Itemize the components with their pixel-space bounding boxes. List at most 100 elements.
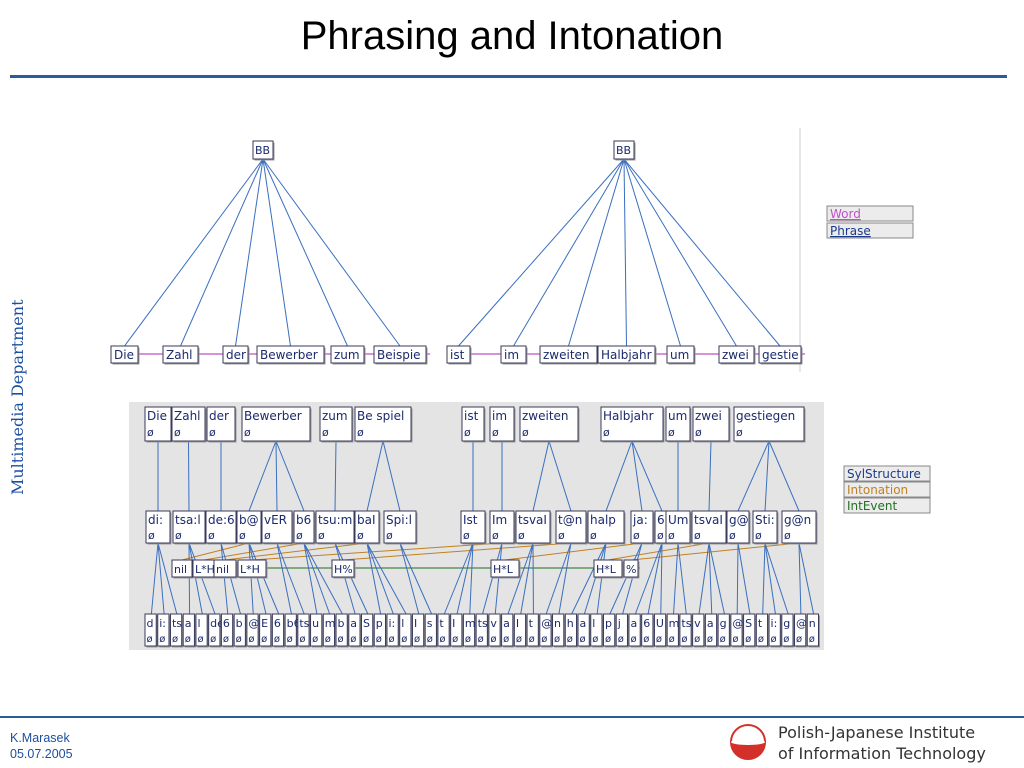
empty-mark: ø <box>322 426 329 439</box>
syl-word-box <box>319 406 353 442</box>
segment-box <box>539 613 552 647</box>
intonation-link <box>251 542 503 561</box>
segment-link <box>482 542 503 615</box>
empty-mark: ø <box>357 529 364 542</box>
empty-mark: ø <box>720 634 726 645</box>
tier-legend-label: IntEvent <box>847 499 898 513</box>
segment-box <box>704 613 718 647</box>
empty-mark: ø <box>784 529 791 542</box>
word-label: Zahl <box>166 348 193 362</box>
segment-box <box>271 613 285 647</box>
segment-box <box>450 613 463 647</box>
syllable-label: Im <box>492 513 507 527</box>
segment-link <box>708 542 713 615</box>
segment-box <box>602 613 616 647</box>
syl-word-box <box>665 406 691 442</box>
segment-label: t <box>439 617 444 630</box>
syl-link <box>605 440 633 512</box>
segment-box <box>755 613 769 647</box>
empty-mark: ø <box>159 634 165 645</box>
intevent-box <box>171 559 193 578</box>
empty-mark: ø <box>541 634 547 645</box>
segment-box <box>220 613 234 647</box>
syllable-label: Sti: <box>755 513 775 527</box>
empty-mark: ø <box>592 634 598 645</box>
title-rule <box>10 75 1007 78</box>
segment-label: i: <box>771 617 778 630</box>
tier-legend-item <box>826 205 914 222</box>
segment-label: b <box>236 617 243 630</box>
segment-link <box>469 542 474 615</box>
segment-link <box>583 542 607 615</box>
intevent-label: nil <box>216 563 229 576</box>
segment-label: I <box>516 617 519 630</box>
segment-label: de <box>210 617 224 630</box>
empty-mark: ø <box>736 426 743 439</box>
syllable-box <box>726 510 750 544</box>
segment-box <box>386 613 399 647</box>
segment-link <box>677 542 687 615</box>
syl-word-label: im <box>492 409 507 423</box>
segment-box <box>284 613 297 647</box>
word-box <box>446 345 471 364</box>
syllable-box <box>236 510 262 544</box>
syllable-box <box>691 510 727 544</box>
syllable-box <box>293 510 315 544</box>
segment-link <box>157 542 178 615</box>
segment-box <box>144 613 157 647</box>
segment-link <box>660 542 663 615</box>
syl-word-label: ist <box>464 409 479 423</box>
syl-word-box <box>144 406 172 442</box>
syllable-label: tsu:m <box>318 513 352 527</box>
intevent-label: % <box>626 563 636 576</box>
segment-link <box>798 542 802 615</box>
word-box <box>222 345 249 364</box>
segment-label: U <box>656 617 664 630</box>
syllable-box <box>261 510 293 544</box>
syl-word-box <box>489 406 515 442</box>
syl-link <box>382 440 401 512</box>
phrase-root-label: BB <box>616 144 631 157</box>
word-box <box>666 345 695 364</box>
syl-link <box>737 440 770 512</box>
empty-mark: ø <box>172 634 178 645</box>
segment-link <box>303 542 318 615</box>
tier-legend-label: Phrase <box>830 224 871 238</box>
syllable-label: tsvaI <box>694 513 723 527</box>
segment-box <box>615 613 628 647</box>
empty-mark: ø <box>318 529 325 542</box>
segment-box <box>730 613 743 647</box>
word-box <box>758 345 802 364</box>
footer-rule <box>0 716 1024 718</box>
segment-label: p <box>376 617 383 630</box>
footer-date: 05.07.2005 <box>10 747 73 761</box>
segment-link <box>303 542 331 615</box>
word-box <box>162 345 199 364</box>
empty-mark: ø <box>522 426 529 439</box>
syl-word-box <box>600 406 664 442</box>
segment-label: @ <box>732 617 743 630</box>
segment-box <box>488 613 501 647</box>
syl-word-box <box>519 406 579 442</box>
segment-label: b <box>338 617 345 630</box>
segment-box <box>781 613 794 647</box>
segment-link <box>399 542 433 615</box>
empty-mark: ø <box>223 634 229 645</box>
segment-link <box>443 542 474 615</box>
word-label: Halbjahr <box>601 348 652 362</box>
segment-box <box>310 613 323 647</box>
segment-link <box>558 542 572 615</box>
empty-mark: ø <box>516 634 522 645</box>
segment-label: l <box>592 617 595 630</box>
segment-label: p <box>605 617 612 630</box>
segment-box <box>157 613 170 647</box>
segment-link <box>673 542 679 615</box>
syl-word-label: zweiten <box>522 409 569 423</box>
syl-word-box <box>461 406 485 442</box>
syllable-box <box>205 510 237 544</box>
syl-word-label: Zahl <box>174 409 201 423</box>
empty-mark: ø <box>669 634 675 645</box>
syl-word-label: Be spiel <box>357 409 404 423</box>
segment-box <box>475 613 488 647</box>
